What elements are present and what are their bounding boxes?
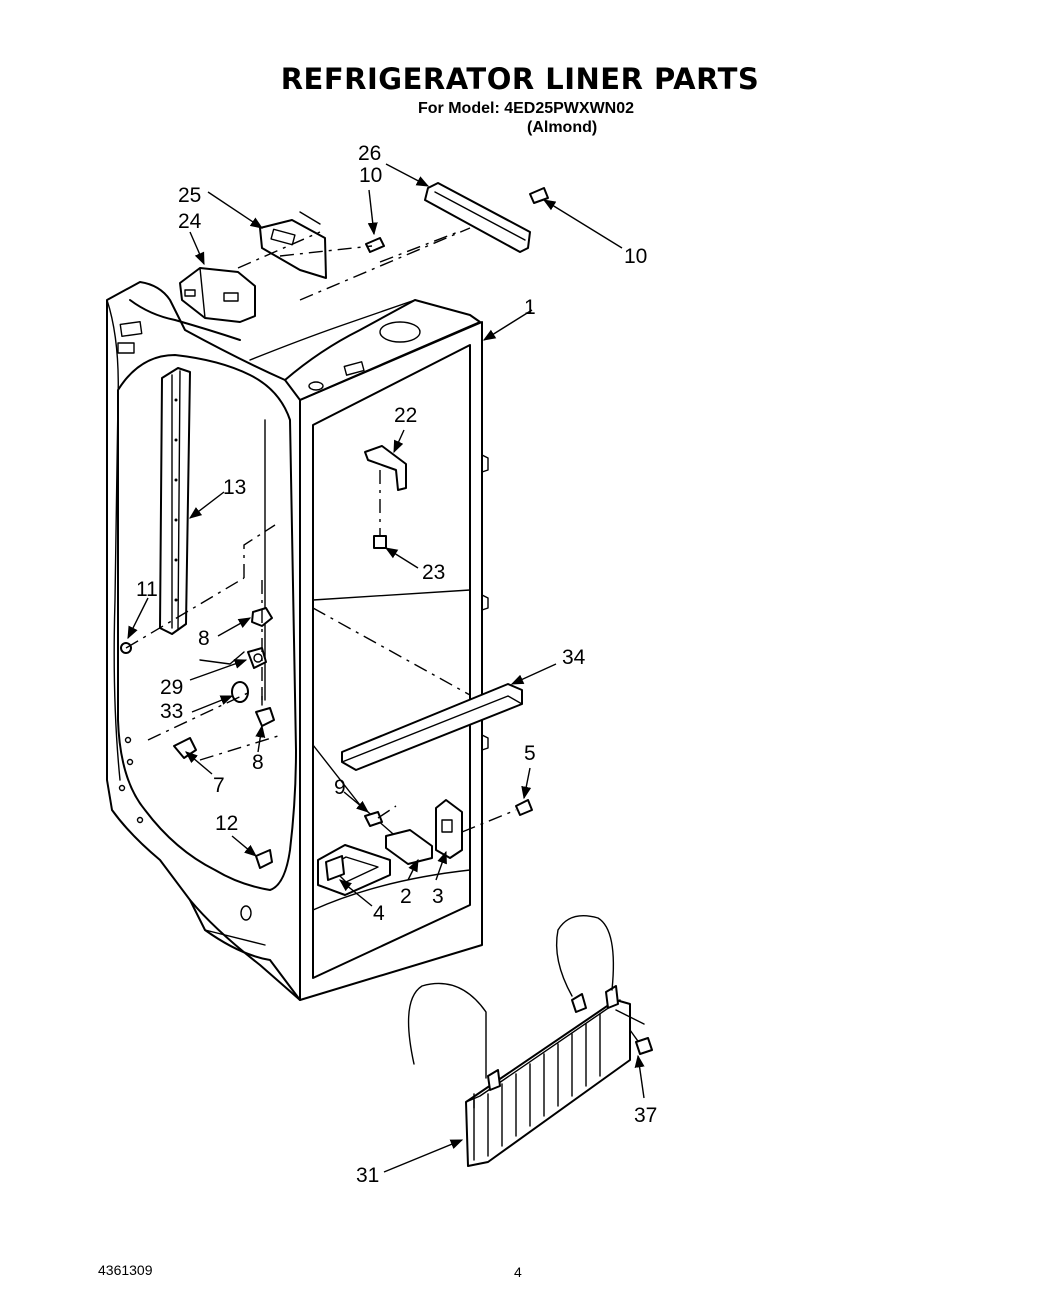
callout-23: 23	[422, 561, 445, 584]
callout-13: 13	[223, 476, 246, 499]
callout-11: 11	[136, 578, 158, 601]
callout-25: 25	[178, 184, 201, 207]
part-26-bracket	[424, 182, 531, 253]
model-number: For Model: 4ED25PWXWN02	[418, 100, 635, 117]
callout-29: 29	[160, 676, 183, 699]
document-number: 4361309	[98, 1262, 153, 1278]
part-34-crossbar	[341, 683, 523, 771]
callout-24: 24	[178, 210, 202, 233]
callout-3: 3	[432, 885, 444, 908]
callout-7: 7	[213, 774, 225, 797]
page-title: REFRIGERATOR LINER PARTS	[280, 62, 760, 96]
callout-31: 31	[356, 1164, 379, 1187]
callout-5: 5	[524, 742, 536, 765]
part-4-pad	[325, 855, 345, 881]
part-22-bracket	[364, 445, 407, 491]
callout-10b: 10	[624, 245, 647, 268]
callout-8a: 8	[198, 627, 210, 650]
part-12-clip	[255, 849, 273, 869]
part-37-screw	[635, 1037, 653, 1055]
callout-33: 33	[160, 700, 183, 723]
callout-37: 37	[634, 1104, 657, 1127]
part-7-switch	[173, 737, 197, 759]
part-24-housing	[179, 267, 256, 323]
part-33-bulb	[231, 681, 249, 703]
part-9-screw	[364, 811, 383, 827]
callout-12: 12	[215, 812, 238, 835]
callout-26: 26	[358, 142, 381, 165]
liner-body	[106, 281, 489, 1001]
part-5-screw	[515, 799, 533, 816]
callout-22: 22	[394, 404, 417, 427]
part-25-bracket	[259, 211, 327, 279]
callout-10a: 10	[359, 164, 382, 187]
part-8-socket-b	[255, 707, 275, 727]
part-2-bracket	[385, 829, 433, 865]
part-13-channel	[159, 367, 191, 635]
page-number: 4	[514, 1264, 522, 1280]
callout-9: 9	[334, 776, 346, 799]
callout-1: 1	[524, 296, 536, 319]
model-color: (Almond)	[527, 119, 598, 136]
part-10-screw-a	[365, 237, 385, 253]
part-31-heater	[407, 915, 645, 1167]
part-3-housing	[435, 799, 463, 859]
callout-4: 4	[373, 902, 385, 925]
callout-2: 2	[400, 885, 412, 908]
callout-8b: 8	[252, 751, 264, 774]
part-29-socket	[247, 647, 267, 669]
part-10-screw-b	[529, 187, 549, 204]
part-23-screw	[373, 535, 387, 549]
callout-34: 34	[562, 646, 586, 669]
